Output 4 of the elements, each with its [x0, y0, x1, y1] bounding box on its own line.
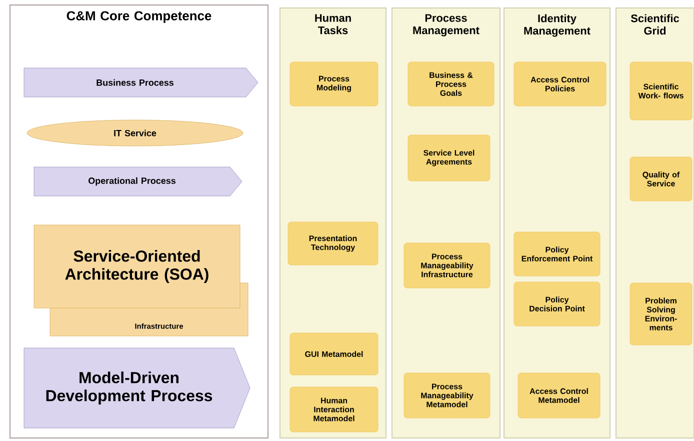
process-band: Model-Driven Development Process [24, 348, 250, 428]
architecture-box: Service-Oriented Architecture (SOA) [34, 224, 240, 308]
process-band: Business Process [24, 68, 258, 98]
process-band: Operational Process [34, 166, 242, 196]
